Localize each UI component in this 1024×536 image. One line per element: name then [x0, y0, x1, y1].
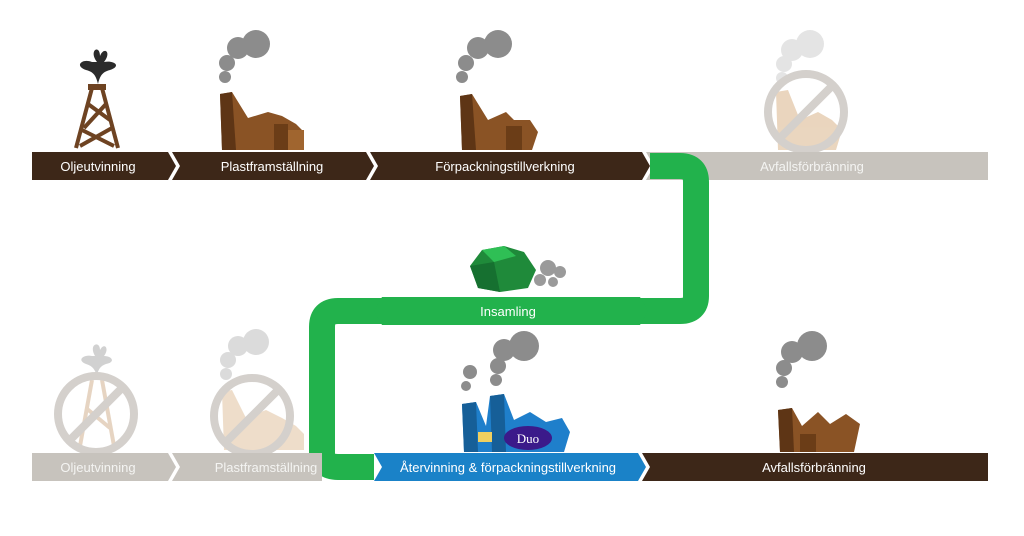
factory-icon: [219, 30, 304, 150]
prohibited-icon: [764, 70, 848, 154]
factory-icon: [776, 30, 842, 150]
collected-material-icon: [470, 246, 566, 292]
factory-icon: [456, 30, 538, 150]
oil-derrick-icon: [78, 344, 116, 447]
brand-badge: [504, 426, 552, 450]
stage-plastframstallning: [172, 152, 374, 180]
stage-label: Förpackningstillverkning: [435, 159, 574, 174]
stage-forpackningstillverkning: [370, 152, 650, 180]
collection-label: Insamling: [480, 304, 536, 319]
collection-path: Insamling: [309, 153, 709, 480]
stage-avfallsforbranning: [642, 453, 988, 481]
stage-label: Avfallsförbränning: [760, 159, 864, 174]
stage-label: Oljeutvinning: [60, 159, 135, 174]
stage-oljeutvinning: [32, 453, 176, 481]
stage-plastframstallning: [172, 453, 322, 481]
stage-label: Återvinning & förpackningstillverkning: [400, 460, 616, 475]
brand-badge-text: Duo: [517, 431, 539, 446]
stage-atervinning-forpackningstillverkning: [374, 453, 646, 481]
stage-label: Plastframställning: [221, 159, 324, 174]
process-row-1: Oljeutvinning Plastframställning Förpack…: [32, 152, 988, 180]
stage-oljeutvinning: [32, 152, 176, 180]
stage-label: Oljeutvinning: [60, 460, 135, 475]
stage-avfallsforbranning: [646, 152, 988, 180]
stage-label: Avfallsförbränning: [762, 460, 866, 475]
process-row-2: Oljeutvinning Plastframställning Återvin…: [32, 453, 988, 481]
recycling-factory-icon: Duo: [461, 331, 570, 452]
prohibited-icon: [54, 372, 138, 456]
collection-arrow-band: [374, 297, 648, 325]
factory-icon: [776, 331, 860, 452]
oil-derrick-icon: [74, 49, 120, 149]
stage-label: Plastframställning: [215, 460, 318, 475]
